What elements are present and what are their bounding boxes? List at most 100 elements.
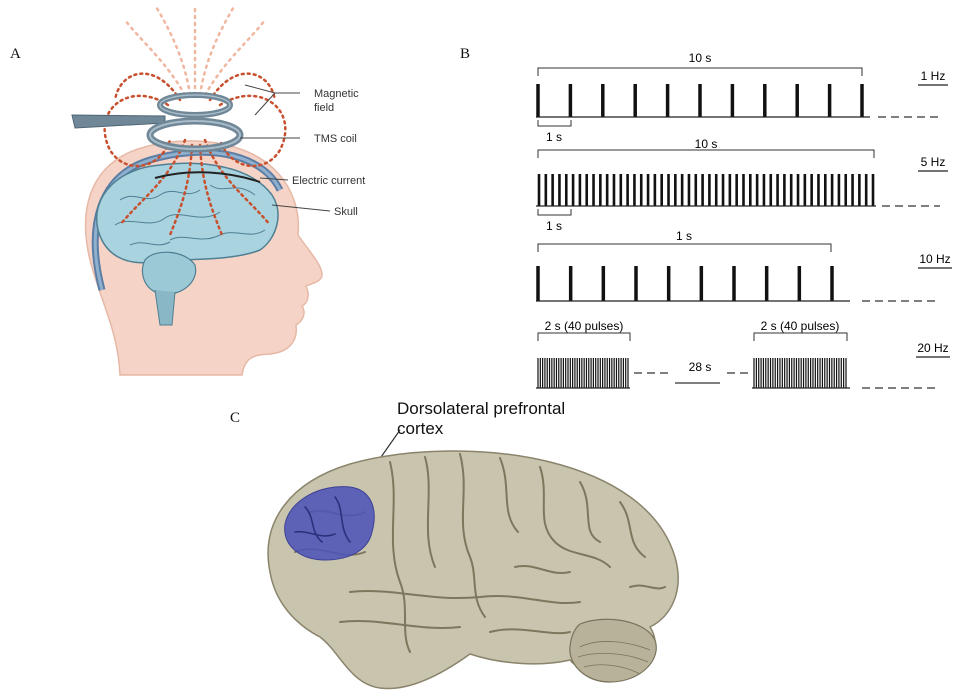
pulse-5hz bbox=[756, 174, 759, 206]
pulse-5hz bbox=[585, 174, 588, 206]
pulse-20hz bbox=[808, 358, 809, 388]
pulse-5hz bbox=[633, 174, 636, 206]
pulse-20hz bbox=[537, 358, 538, 388]
pulse-5hz bbox=[667, 174, 670, 206]
pulse-5hz bbox=[694, 174, 697, 206]
pulse-10hz bbox=[765, 266, 769, 301]
pulse-20hz bbox=[574, 358, 575, 388]
pulse-20hz bbox=[560, 358, 561, 388]
protocol-5hz: 10 s 1 s 5 Hz bbox=[536, 137, 948, 233]
pulse-10hz bbox=[732, 266, 736, 301]
pulse-20hz bbox=[756, 358, 757, 388]
pulse-1hz bbox=[536, 84, 540, 117]
label-skull: Skull bbox=[334, 206, 358, 218]
pulse-5hz bbox=[776, 174, 779, 206]
region-label-line-2: cortex bbox=[397, 419, 444, 438]
pulse-train-1hz bbox=[536, 84, 864, 117]
pulse-20hz bbox=[784, 358, 785, 388]
pulse-5hz bbox=[858, 174, 861, 206]
pulse-20hz bbox=[803, 358, 804, 388]
label-magnetic-field-1: Magnetic bbox=[314, 88, 359, 100]
pulse-20hz bbox=[770, 358, 771, 388]
pulse-1hz bbox=[666, 84, 670, 117]
pulse-20hz bbox=[604, 358, 605, 388]
span-label-1hz: 10 s bbox=[689, 51, 712, 65]
pulse-20hz bbox=[607, 358, 608, 388]
pulse-5hz bbox=[824, 174, 827, 206]
pulse-5hz bbox=[790, 174, 793, 206]
pulse-20hz bbox=[758, 358, 759, 388]
pulse-20hz bbox=[625, 358, 626, 388]
pulse-20hz bbox=[616, 358, 617, 388]
pulse-20hz bbox=[782, 358, 783, 388]
pulse-20hz bbox=[775, 358, 776, 388]
pulse-5hz bbox=[599, 174, 602, 206]
gap-label-20hz: 28 s bbox=[689, 360, 712, 374]
freq-label-1hz: 1 Hz bbox=[921, 69, 946, 83]
pulse-20hz bbox=[772, 358, 773, 388]
freq-label-5hz: 5 Hz bbox=[921, 155, 946, 169]
pulse-5hz bbox=[742, 174, 745, 206]
pulse-5hz bbox=[613, 174, 616, 206]
pulse-10hz bbox=[830, 266, 834, 301]
pulse-20hz bbox=[544, 358, 545, 388]
pulse-10hz bbox=[634, 266, 638, 301]
pulse-5hz bbox=[708, 174, 711, 206]
pulse-20hz bbox=[618, 358, 619, 388]
pulse-20hz bbox=[600, 358, 601, 388]
region-label-line-1: Dorsolateral prefrontal bbox=[397, 399, 565, 418]
pulse-5hz bbox=[674, 174, 677, 206]
protocol-10hz: 1 s 10 Hz bbox=[536, 229, 952, 301]
pulse-5hz bbox=[735, 174, 738, 206]
pulse-20hz bbox=[819, 358, 820, 388]
pulse-20hz bbox=[602, 358, 603, 388]
pulse-5hz bbox=[701, 174, 704, 206]
pulse-20hz bbox=[577, 358, 578, 388]
pulse-10hz bbox=[602, 266, 606, 301]
pulse-20hz bbox=[827, 358, 828, 388]
pulse-20hz bbox=[572, 358, 573, 388]
tms-head-illustration: Magnetic field TMS coil Electric current… bbox=[60, 0, 390, 380]
pulse-5hz bbox=[620, 174, 623, 206]
pulse-20hz bbox=[623, 358, 624, 388]
pulse-20hz bbox=[586, 358, 587, 388]
pulse-5hz bbox=[579, 174, 582, 206]
pulse-1hz bbox=[731, 84, 735, 117]
pulse-1hz bbox=[795, 84, 799, 117]
pulse-20hz bbox=[831, 358, 832, 388]
pulse-20hz bbox=[593, 358, 594, 388]
pulse-20hz bbox=[789, 358, 790, 388]
pulse-20hz bbox=[763, 358, 764, 388]
pulse-20hz bbox=[551, 358, 552, 388]
pulse-1hz bbox=[828, 84, 832, 117]
pulse-5hz bbox=[851, 174, 854, 206]
pulse-5hz bbox=[865, 174, 868, 206]
panel-b-letter: B bbox=[460, 46, 470, 63]
pulse-10hz bbox=[700, 266, 704, 301]
pulse-5hz bbox=[844, 174, 847, 206]
pulse-5hz bbox=[749, 174, 752, 206]
pulse-20hz bbox=[779, 358, 780, 388]
pulse-5hz bbox=[817, 174, 820, 206]
label-electric-current: Electric current bbox=[292, 175, 365, 187]
pulse-20hz bbox=[565, 358, 566, 388]
pulse-5hz bbox=[872, 174, 875, 206]
pulse-20hz bbox=[796, 358, 797, 388]
pulse-20hz bbox=[765, 358, 766, 388]
pulse-20hz bbox=[845, 358, 846, 388]
pulse-20hz bbox=[812, 358, 813, 388]
panel-a-letter: A bbox=[10, 46, 21, 63]
pulse-1hz bbox=[763, 84, 767, 117]
magnetic-field-lines-light bbox=[125, 5, 265, 95]
pulse-10hz bbox=[798, 266, 802, 301]
pulse-5hz bbox=[810, 174, 813, 206]
pulse-10hz bbox=[569, 266, 573, 301]
pulse-20hz bbox=[810, 358, 811, 388]
pulse-5hz bbox=[729, 174, 732, 206]
pulse-train-20hz-second bbox=[753, 358, 846, 388]
pulse-20hz bbox=[588, 358, 589, 388]
freq-label-10hz: 10 Hz bbox=[919, 252, 950, 266]
pulse-20hz bbox=[822, 358, 823, 388]
pulse-5hz bbox=[804, 174, 807, 206]
pulse-20hz bbox=[786, 358, 787, 388]
